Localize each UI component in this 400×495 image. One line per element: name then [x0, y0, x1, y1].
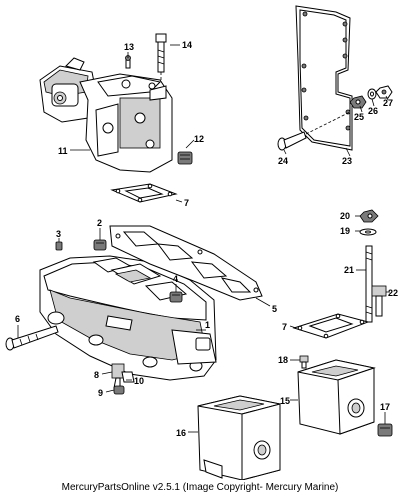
- gasket-7-lower: [292, 313, 370, 339]
- callout-9: 9: [98, 388, 103, 398]
- exhaust-riser-15: [297, 359, 376, 435]
- callout-6: 6: [15, 314, 20, 324]
- callout-11: 11: [58, 146, 68, 156]
- callout-26: 26: [368, 106, 378, 116]
- callout-7-upper: 7: [184, 198, 189, 208]
- callout-27: 27: [383, 98, 393, 108]
- callout-22: 22: [388, 288, 398, 298]
- callout-5: 5: [272, 304, 277, 314]
- callout-13: 13: [124, 42, 134, 52]
- pipe-plug-12: [177, 151, 193, 165]
- callout-12: 12: [194, 134, 204, 144]
- callout-19: 19: [340, 226, 350, 236]
- callout-2: 2: [97, 218, 102, 228]
- exhaust-manifold-1: [39, 255, 217, 381]
- mounting-bracket-23: [295, 5, 353, 151]
- washer-19: [359, 228, 377, 236]
- bolt-18: [299, 355, 309, 369]
- plug-4: [169, 291, 183, 303]
- callout-10: 10: [134, 376, 144, 386]
- callout-15: 15: [280, 396, 290, 406]
- gasket-7-upper: [110, 183, 178, 203]
- callout-25: 25: [354, 112, 364, 122]
- callout-8: 8: [94, 370, 99, 380]
- pipe-plug-2: [93, 239, 107, 251]
- callout-18: 18: [278, 355, 288, 365]
- nut-27: [375, 85, 393, 99]
- callout-14: 14: [182, 40, 192, 50]
- elbow-10: [121, 371, 135, 383]
- callout-7-lower: 7: [282, 322, 287, 332]
- copyright-footer: MercuryPartsOnline v2.5.1 (Image Copyrig…: [61, 482, 339, 493]
- exploded-parts-diagram: 1 2 3 4 5 6 7 7 8 9 10 11 12 13 14 15 16…: [5, 5, 398, 480]
- callout-16: 16: [176, 428, 186, 438]
- callout-20: 20: [340, 211, 350, 221]
- bolt-6: [5, 325, 59, 351]
- callout-17: 17: [380, 402, 390, 412]
- callout-4: 4: [173, 274, 178, 284]
- callout-1: 1: [205, 320, 210, 330]
- exhaust-riser-16: [197, 395, 281, 480]
- callout-3: 3: [56, 229, 61, 239]
- callout-labels: 1 2 3 4 5 6 7 7 8 9 10 11 12 13 14 15 16…: [15, 40, 398, 438]
- stud-21: [365, 245, 373, 323]
- callout-24: 24: [278, 156, 288, 166]
- nut-20: [359, 209, 379, 223]
- bolt-22: [371, 285, 387, 317]
- plug-17: [377, 423, 393, 437]
- manifold-gasket-5: [109, 225, 263, 301]
- exhaust-elbow-assembly: [39, 57, 173, 173]
- callout-23: 23: [342, 156, 352, 166]
- washer-26: [367, 88, 377, 100]
- plug-9: [113, 385, 125, 395]
- screw-24: [277, 111, 351, 151]
- screw-3: [55, 241, 63, 251]
- callout-21: 21: [344, 265, 354, 275]
- bolt-14: [155, 33, 167, 80]
- leader-lines: [17, 44, 390, 433]
- fitting-8: [111, 363, 125, 389]
- nut-25: [349, 95, 367, 109]
